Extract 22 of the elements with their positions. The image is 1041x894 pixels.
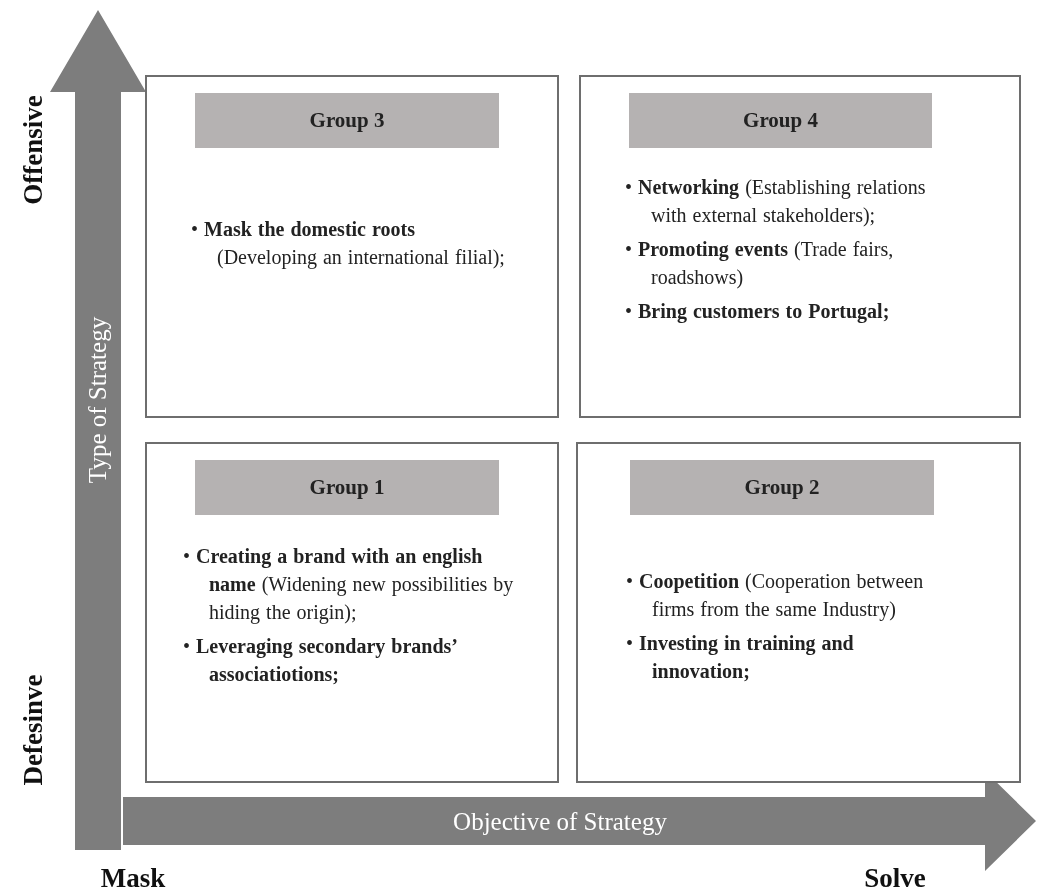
quadrant-box <box>579 75 1021 418</box>
bullet-item: • Investing in training and innovation; <box>626 631 855 684</box>
bullet-item: • Networking (Establishing relations with external stakeholders); <box>625 175 927 228</box>
bullet-item: • Leveraging secondary brands’ associatiotions; <box>183 634 458 687</box>
bullet-item: • Creating a brand with an english name (Widening new possibilities by hiding the origin); <box>183 544 515 626</box>
axis-end-label: Offensive <box>17 95 49 205</box>
group-heading: Group 2 <box>630 460 934 515</box>
quadrant-box <box>145 75 559 418</box>
group-heading: Group 3 <box>195 93 499 148</box>
axis-end-label: Mask <box>100 862 166 894</box>
bullet-item: • Promoting events (Trade fairs, roadshows) <box>625 237 895 291</box>
bullet-item: • Coopetition (Cooperation between firms from the same Industry) <box>626 569 925 623</box>
group-heading: Group 1 <box>195 460 499 515</box>
quadrant-box <box>576 442 1021 783</box>
axis-end-label: Defesinve <box>17 674 49 786</box>
quadrant-box <box>145 442 559 783</box>
axis-title: Objective of Strategy <box>453 808 667 836</box>
bullet-item: • Mask the domestic roots (Developing an international filial); <box>191 217 506 271</box>
axis-end-label: Solve <box>864 862 926 894</box>
axis-title: Type of Strategy <box>84 316 112 484</box>
group-heading: Group 4 <box>629 93 932 148</box>
bullet-item: • Bring customers to Portugal; <box>625 299 891 325</box>
